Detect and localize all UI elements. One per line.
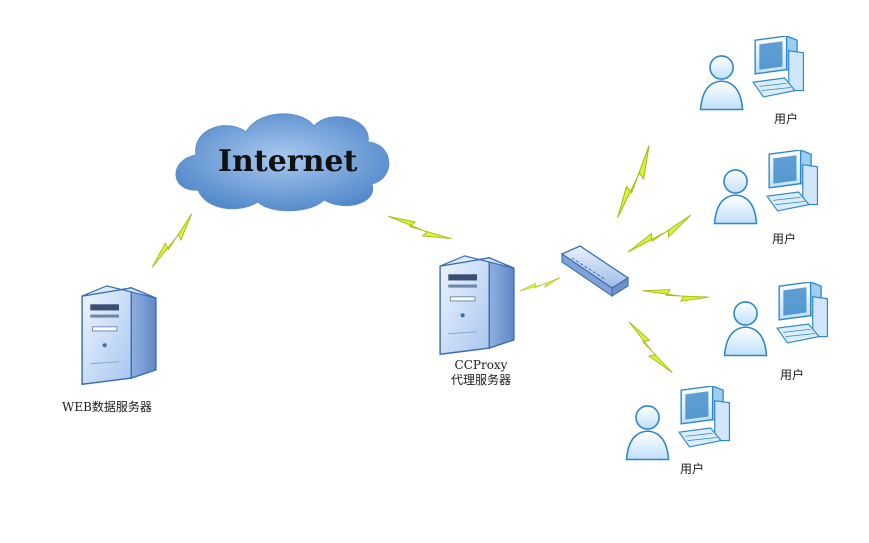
proxy-server-label: CCProxy 代理服务器	[436, 358, 526, 388]
proxy-server-icon	[439, 255, 515, 355]
internet-cloud-icon	[175, 113, 390, 212]
link-switch-to-user-4	[627, 316, 673, 379]
user-label-3: 用户	[780, 368, 805, 382]
user-workstation-icon-1	[699, 36, 805, 111]
link-web-to-cloud	[144, 213, 201, 269]
link-switch-to-user-1	[606, 144, 661, 220]
user-workstation-icon-3	[723, 282, 829, 357]
user-workstation-icon-2	[713, 150, 819, 225]
cloud-label: Internet	[218, 144, 358, 179]
switch-icon	[560, 245, 630, 298]
web-server-label: WEB数据服务器	[62, 400, 152, 414]
link-switch-to-user-2	[623, 214, 696, 254]
proxy-server-label-line1: CCProxy	[454, 358, 508, 372]
link-proxy-to-switch	[518, 277, 562, 293]
user-label-1: 用户	[774, 112, 799, 126]
user-label-4: 用户	[680, 462, 705, 476]
link-cloud-to-proxy	[387, 207, 452, 249]
proxy-server-label-line2: 代理服务器	[450, 373, 511, 387]
web-server-icon	[81, 285, 157, 385]
user-workstation-icon-4	[625, 386, 731, 461]
link-switch-to-user-3	[641, 280, 710, 309]
user-label-2: 用户	[772, 232, 797, 246]
